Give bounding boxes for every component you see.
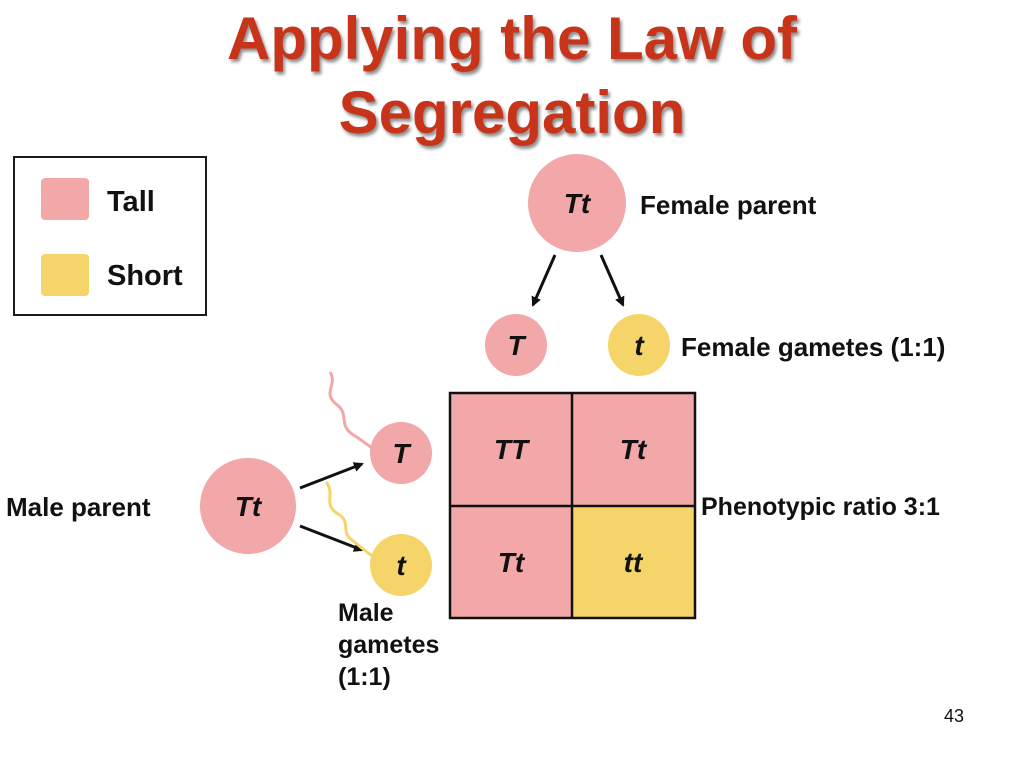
punnett-cell-TT-label: TT (494, 434, 531, 465)
male-gametes-label-line-3: (1:1) (338, 663, 391, 691)
tall-swatch (41, 178, 89, 220)
female-gametes-label: Female gametes (1:1) (681, 332, 946, 362)
punnett-cell-tt-label: tt (624, 547, 644, 578)
male-parent-genotype: Tt (235, 491, 263, 522)
punnett-cell-Tt-top (572, 393, 695, 506)
female-parent-label: Female parent (640, 190, 817, 220)
male-arrow-down (299, 524, 364, 552)
legend-tall-label: Tall (107, 186, 155, 218)
slide-title: Applying the Law of Segregation (0, 2, 1024, 150)
female-gamete-t-label: t (634, 330, 645, 361)
male-gamete-T-label: T (392, 438, 412, 469)
punnett-cell-TT (450, 393, 572, 506)
title-line-2: Segregation (338, 79, 686, 146)
female-gamete-T (485, 314, 547, 376)
male-gametes-label: Male gametes (1:1) (338, 597, 439, 693)
sperm-tail-short (324, 481, 377, 560)
slide-number: 43 (943, 706, 964, 726)
male-gamete-t (370, 534, 432, 596)
sperm-tail-tall (328, 371, 377, 452)
female-parent-cell (528, 154, 626, 252)
female-gamete-T-label: T (507, 330, 527, 361)
male-parent-cell (200, 458, 296, 554)
short-swatch (41, 254, 89, 296)
male-gamete-t-label: t (396, 550, 407, 581)
male-parent-label: Male parent (6, 492, 151, 522)
male-arrow-up (299, 462, 364, 490)
female-arrow-left (531, 254, 557, 307)
punnett-square: TT Tt Tt tt (448, 391, 697, 620)
female-parent-genotype: Tt (564, 188, 592, 219)
phenotypic-ratio-label: Phenotypic ratio 3:1 (701, 493, 940, 521)
title-line-1: Applying the Law of (227, 5, 797, 72)
punnett-cell-tt (572, 506, 695, 618)
punnett-cell-Tt-bottom (450, 506, 572, 618)
female-gamete-t (608, 314, 670, 376)
legend-short-label: Short (107, 260, 183, 292)
male-gametes-label-line-2: gametes (338, 631, 440, 659)
punnett-cell-Tt-bottom-label: Tt (498, 547, 526, 578)
legend: Tall Short (13, 156, 207, 316)
female-arrow-right (599, 254, 625, 307)
punnett-cell-Tt-top-label: Tt (620, 434, 648, 465)
male-gametes-label-line-1: Male (338, 599, 394, 627)
male-gamete-T (370, 422, 432, 484)
